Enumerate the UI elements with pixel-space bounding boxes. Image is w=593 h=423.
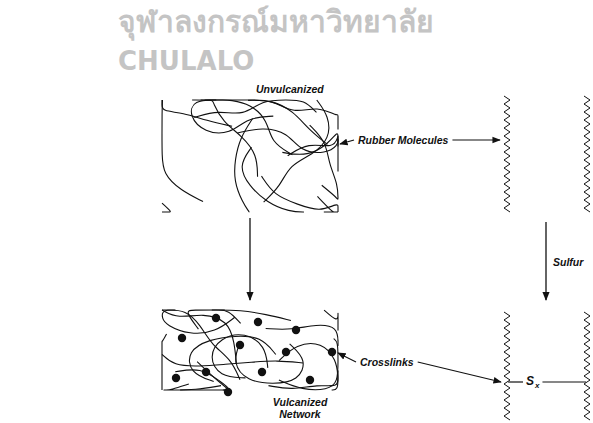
rubber-chain (584, 96, 590, 212)
crosslink-dot (282, 348, 290, 356)
process-arrow (249, 218, 250, 300)
crosslink-dot (212, 314, 220, 322)
sulfur-arrow (545, 222, 546, 300)
rubber-molecule (162, 100, 203, 202)
rubber-molecule (248, 100, 338, 129)
leader-lines (338, 140, 586, 382)
rubber-molecule (162, 334, 167, 390)
rubber-molecule (162, 100, 232, 126)
rubber-molecule (188, 310, 291, 329)
crosslink-dot (178, 334, 186, 342)
chain-lines (504, 96, 590, 420)
rubber-molecule (191, 100, 273, 133)
leader-line (338, 353, 356, 362)
rubber-molecule (162, 203, 170, 212)
rubber-molecule (189, 336, 275, 381)
state-label: Vulcanized Network (266, 396, 334, 420)
crosslink-dot (258, 368, 266, 376)
rubber-molecules (162, 100, 338, 396)
rubber-molecule (205, 100, 293, 155)
part-label: Rubber Molecules (358, 134, 448, 146)
leader-line (452, 139, 500, 140)
rubber-molecule (212, 310, 240, 323)
rubber-molecule (324, 310, 338, 330)
rubber-molecule (212, 335, 268, 378)
watermark: จุฬาลงกรณ์มหาวิทยาลัย (118, 4, 434, 39)
crosslink-dot (306, 376, 314, 384)
rubber-molecule (242, 147, 303, 212)
bridge-subscript: x (535, 381, 539, 390)
crosslink-dot (236, 341, 244, 349)
rubber-chain (584, 312, 590, 420)
part-label: Crosslinks (360, 356, 414, 368)
rubber-molecule (268, 371, 338, 389)
bridge-symbol: S (526, 374, 534, 388)
rubber-molecule (261, 176, 338, 212)
crosslink-dot (172, 374, 180, 382)
crosslink-dot (292, 326, 300, 334)
sulfur-bridge (508, 381, 523, 382)
rubber-molecule (279, 339, 338, 390)
rubber-chain (504, 312, 510, 420)
sulfur-bridge (542, 381, 586, 382)
state-label: Unvulcanized (256, 83, 324, 95)
rubber-molecule (162, 310, 234, 333)
crosslink-dot (328, 348, 336, 356)
rubber-molecule (235, 119, 253, 212)
crosslink-dot (224, 388, 232, 396)
leader-line (340, 140, 354, 144)
rubber-molecule (288, 136, 338, 156)
rubber-molecule (162, 310, 240, 380)
rubber-molecule (317, 196, 338, 212)
rubber-molecule (164, 384, 221, 390)
crosslink-dot (202, 368, 210, 376)
leader-line (418, 362, 501, 382)
watermark: CHULALO (118, 46, 254, 76)
rubber-molecule (310, 125, 338, 199)
rubber-molecule (192, 100, 257, 177)
rubber-molecule (279, 344, 338, 390)
rubber-molecule (201, 100, 328, 144)
rubber-chain (504, 96, 510, 212)
crosslink-dot (254, 318, 262, 326)
rubber-molecule (266, 325, 338, 345)
reagent-label: Sulfur (553, 256, 583, 268)
